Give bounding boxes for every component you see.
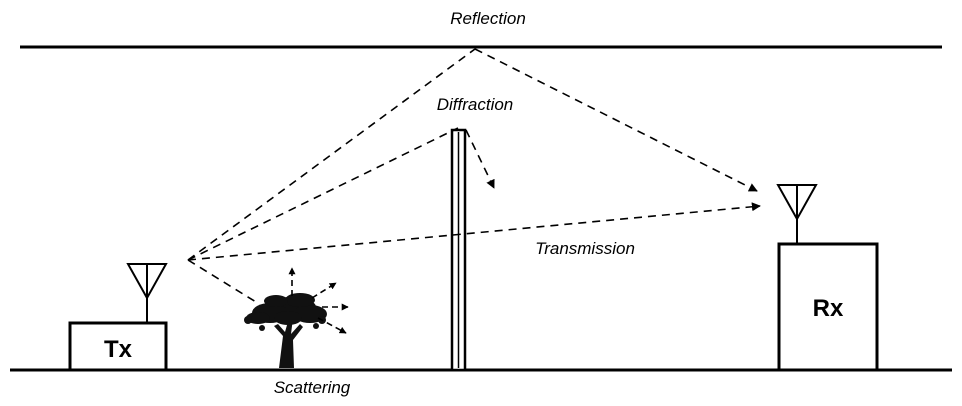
receiver: Rx <box>776 184 879 372</box>
antenna-icon <box>126 263 168 323</box>
diffraction-label: Diffraction <box>437 95 514 114</box>
obstacle-pole <box>450 128 467 372</box>
scattering-incident-path <box>187 259 257 303</box>
receiver-label: Rx <box>813 295 844 322</box>
reflection-incident-path <box>187 48 476 261</box>
arrow-icon <box>317 317 347 334</box>
arrow-icon <box>311 282 337 299</box>
transmitter: Tx <box>68 263 168 372</box>
tree-icon <box>244 293 327 368</box>
transmitter-label: Tx <box>104 336 133 363</box>
antenna-icon <box>776 184 818 244</box>
reflection-label: Reflection <box>450 9 526 28</box>
transmission-label: Transmission <box>535 239 635 258</box>
scattering-arrows <box>288 267 349 334</box>
diffraction-incident-path <box>187 127 459 261</box>
receiver-box <box>777 242 879 372</box>
scattering-label: Scattering <box>274 378 351 397</box>
transmission-path <box>187 202 761 261</box>
propagation-paths <box>187 48 761 303</box>
transmitter-box <box>68 321 168 372</box>
diffraction-outgoing-path <box>465 129 495 189</box>
reflection-outgoing-path <box>474 48 758 192</box>
